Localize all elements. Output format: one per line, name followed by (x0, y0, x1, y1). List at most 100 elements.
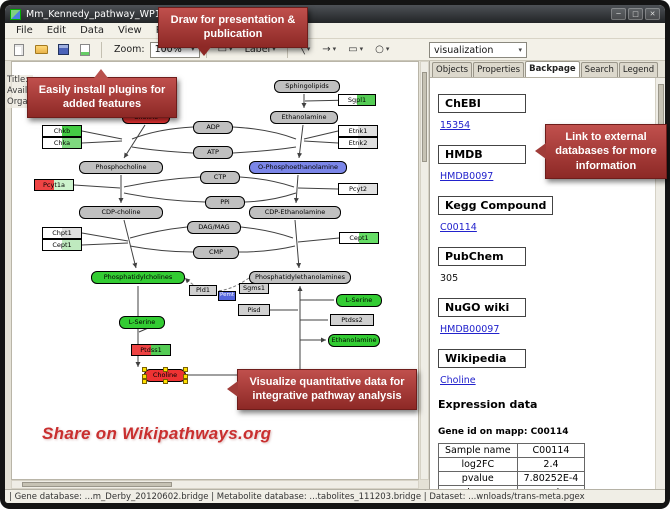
node-pisd[interactable]: Pisd (238, 304, 270, 316)
status-text: | Gene database: ...m_Derby_20120602.bri… (9, 491, 585, 502)
shape-tool-button[interactable]: ▭ ▾ (343, 41, 368, 59)
tab-properties[interactable]: Properties (473, 62, 525, 77)
node-ptdss1[interactable]: Ptdss1 (131, 344, 171, 356)
selection-handle[interactable] (163, 367, 168, 372)
node-choline-selected[interactable]: Choline (142, 367, 188, 384)
node-chka[interactable]: Chka (42, 137, 82, 149)
zoom-label: Zoom: (114, 44, 145, 55)
selection-handle[interactable] (183, 367, 188, 372)
selection-handle[interactable] (183, 379, 188, 384)
maximize-button[interactable]: □ (628, 8, 643, 20)
line-tool-button[interactable]: ╲ ▾ (294, 41, 316, 59)
scrollbar-thumb[interactable] (22, 482, 172, 487)
arrow-tool-button[interactable]: → ▾ (317, 41, 341, 59)
expression-table: Sample name C00114 log2FC 2.4 pvalue 7.8… (438, 443, 586, 489)
node-etnk2[interactable]: Etnk2 (338, 137, 378, 149)
node-atp[interactable]: ATP (193, 146, 233, 159)
close-button[interactable]: ✕ (645, 8, 660, 20)
selection-handle[interactable] (142, 379, 147, 384)
node-cdp-choline[interactable]: CDP-choline (79, 206, 163, 219)
node-etnk1[interactable]: Etnk1 (338, 125, 378, 137)
tab-backpage[interactable]: Backpage (525, 61, 580, 77)
table-cell: 2.4 (516, 457, 586, 472)
ellipse-tool-button[interactable]: ○ ▾ (370, 41, 394, 59)
table-cell: Sample name (438, 443, 518, 458)
node-cdp-ethanolamine[interactable]: CDP-Ethanolamine (249, 206, 341, 219)
node-o-phosphoethanolamine[interactable]: O-Phosphoethanolamine (249, 161, 347, 174)
canvas-horizontal-scrollbar[interactable] (11, 480, 419, 489)
table-cell: 7.80252E-4 (516, 471, 586, 486)
tab-objects[interactable]: Objects (432, 62, 473, 77)
table-row: log2FC 2.4 (438, 457, 586, 472)
node-ctp[interactable]: CTP (200, 171, 240, 184)
label-tool-button[interactable]: Label ▾ (240, 41, 281, 59)
node-ptdss2[interactable]: Ptdss2 (330, 314, 374, 326)
node-adp[interactable]: ADP (193, 121, 233, 134)
new-document-icon (14, 43, 24, 56)
export-button[interactable] (75, 41, 95, 59)
table-row: pvalue 7.80252E-4 (438, 471, 586, 486)
datanode-icon: ▭ (217, 43, 228, 55)
nugo-header: NuGO wiki (438, 298, 526, 317)
selection-handle[interactable] (163, 379, 168, 384)
chebi-header: ChEBI (438, 94, 526, 113)
node-sgpl1[interactable]: Sgpl1 (338, 94, 376, 106)
chevron-down-icon: ▾ (332, 45, 337, 53)
node-phosphatidylcholines[interactable]: Phosphatidylcholines (91, 271, 185, 284)
node-ethanolamine[interactable]: Ethanolamine (270, 111, 338, 124)
node-chpt1[interactable]: Chpt1 (42, 227, 82, 239)
selection-handle[interactable] (142, 374, 147, 379)
nugo-link[interactable]: HMDB00097 (440, 324, 500, 335)
toolbar-separator (286, 41, 288, 58)
node-pcyt2[interactable]: Pcyt2 (338, 183, 378, 195)
node-l-serine[interactable]: L-Serine (336, 294, 382, 307)
node-pemt[interactable]: Pemt (218, 291, 236, 301)
node-l-serine[interactable]: L-Serine (119, 316, 165, 329)
node-cept1[interactable]: Cept1 (339, 232, 379, 244)
minimize-button[interactable]: ─ (611, 8, 626, 20)
node-cmp[interactable]: CMP (193, 246, 239, 259)
share-wikipathways-text: Share on Wikipathways.org (42, 424, 272, 443)
callout-external-databases: Link to external databases for more info… (535, 124, 667, 179)
line-icon: ╲ (298, 43, 305, 55)
gene-id-line: Gene id on mapp: C00114 (438, 427, 569, 437)
arrow-icon: → (322, 43, 331, 55)
menu-file[interactable]: File (16, 25, 33, 36)
pubchem-value: 305 (440, 273, 459, 284)
menu-bar: File Edit Data View Plugins Help (5, 23, 665, 39)
kegg-link[interactable]: C00114 (440, 222, 477, 233)
node-chkb[interactable]: Chkb (42, 125, 82, 137)
node-pcyt1a[interactable]: Pcyt1a (34, 179, 74, 191)
menu-view[interactable]: View (118, 25, 142, 36)
node-sphingolipids[interactable]: Sphingolipids (274, 80, 340, 93)
selection-handle[interactable] (142, 367, 147, 372)
visualization-select[interactable]: visualization ▾ (429, 42, 527, 58)
node-dag-mag[interactable]: DAG/MAG (187, 221, 241, 234)
save-disk-icon (57, 44, 69, 55)
scrollbar-thumb[interactable] (422, 72, 427, 162)
chebi-link[interactable]: 15354 (440, 120, 471, 131)
new-pathway-button[interactable] (9, 41, 29, 59)
menu-data[interactable]: Data (80, 25, 104, 36)
menu-edit[interactable]: Edit (46, 25, 67, 36)
pathway-canvas[interactable]: Sphingolipids Sgpl1 Ethanolamine Choline… (11, 61, 419, 480)
node-sgms1[interactable]: Sgms1 (239, 283, 269, 294)
node-pld1[interactable]: Pld1 (189, 285, 217, 296)
node-ppi[interactable]: PPi (205, 196, 245, 209)
datanode-tool-button[interactable]: ▭ ▾ (213, 41, 238, 59)
canvas-vertical-scrollbar[interactable] (420, 61, 429, 480)
tab-legend[interactable]: Legend (618, 62, 659, 77)
wikipedia-link[interactable]: Choline (440, 375, 476, 386)
title-bar[interactable]: Mm_Kennedy_pathway_WP1771_45176.gpml ─ □… (5, 5, 665, 23)
node-ethanolamine[interactable]: Ethanolamine (328, 334, 380, 347)
open-button[interactable] (31, 41, 51, 59)
hmdb-link[interactable]: HMDB0097 (440, 171, 494, 182)
node-cept1[interactable]: Cept1 (42, 239, 82, 251)
selection-handle[interactable] (183, 374, 188, 379)
save-button[interactable] (53, 41, 73, 59)
tab-search[interactable]: Search (580, 62, 618, 77)
pathvisio-window: Mm_Kennedy_pathway_WP1771_45176.gpml ─ □… (5, 5, 665, 503)
node-phosphatidylethanolamines[interactable]: Phosphatidylethanolamines (249, 271, 351, 284)
node-phosphocholine[interactable]: Phosphocholine (79, 161, 163, 174)
sidebar: Objects Properties Backpage Search Legen… (429, 61, 665, 489)
